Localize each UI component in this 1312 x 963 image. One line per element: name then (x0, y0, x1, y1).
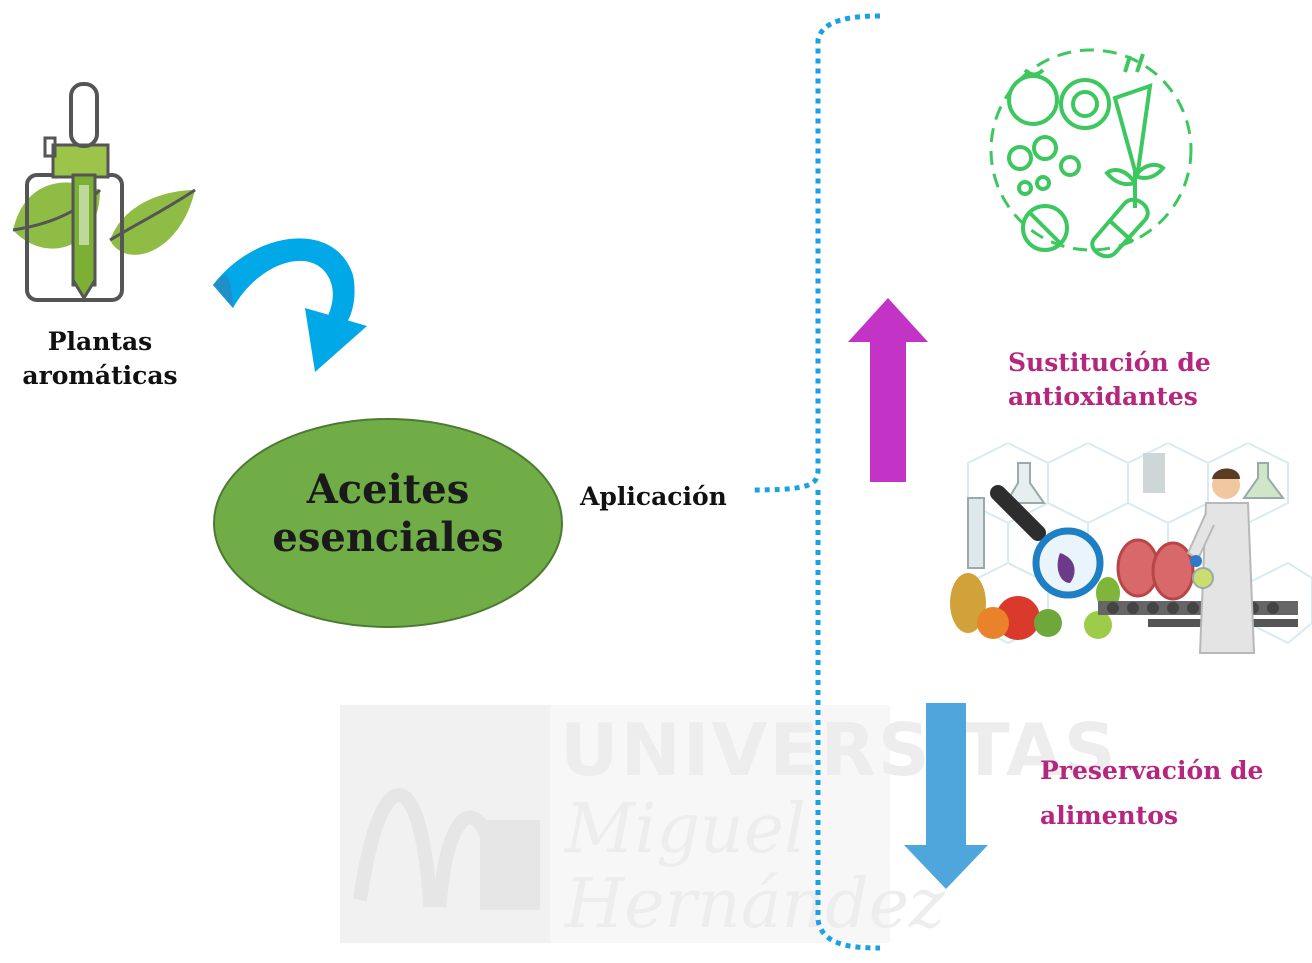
plant-label: Plantas aromáticas (10, 325, 190, 393)
antioxidant-substitution-label: Sustitución de antioxidantes (1008, 346, 1211, 414)
dotted-bracket (751, 13, 881, 951)
curved-arrow (213, 238, 367, 372)
watermark-universitas: UNIVERSITAS (560, 708, 1118, 792)
preservation-label-line1: Preservación de (1040, 756, 1264, 785)
watermark-miguel: Miguel (565, 790, 806, 869)
watermark-hernandez: Hernández (565, 865, 945, 944)
plant-label-line1: Plantas (47, 327, 153, 356)
up-arrow (848, 298, 928, 482)
food-preservation-label: Preservación de alimentos (1040, 748, 1263, 838)
essential-oils-line2: esenciales (272, 514, 504, 561)
plant-label-line2: aromáticas (22, 361, 178, 390)
down-arrow (904, 703, 988, 889)
essential-oils-ellipse (213, 418, 563, 628)
antioxidant-label-line1: Sustitución de (1008, 348, 1211, 377)
food-lab-illustration (950, 443, 1312, 654)
watermark (330, 700, 900, 950)
preservation-label-line2: alimentos (1040, 801, 1179, 830)
watermark-logo (340, 705, 890, 943)
antioxidant-label-line2: antioxidantes (1008, 382, 1198, 411)
nutrition-vitamins-icon (989, 48, 1193, 259)
essential-oil-dropper-icon (12, 82, 196, 302)
application-label: Aplicación (580, 482, 727, 511)
essential-oils-label: Aceites esenciales (218, 466, 558, 562)
essential-oils-line1: Aceites (306, 466, 470, 513)
